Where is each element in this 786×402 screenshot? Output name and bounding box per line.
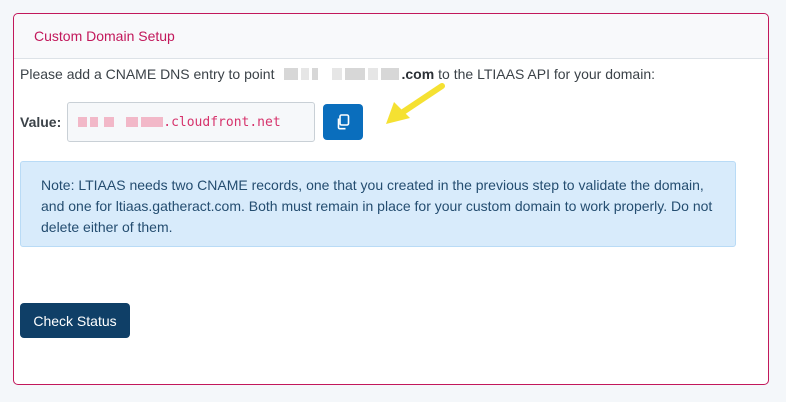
card-header: Custom Domain Setup: [14, 14, 768, 59]
copy-button[interactable]: [323, 104, 364, 140]
cname-suffix: .cloudfront.net: [163, 114, 281, 130]
cname-value-row: Value: .cloudfront.net: [20, 102, 364, 142]
cname-value-field[interactable]: .cloudfront.net: [67, 102, 316, 142]
card-title: Custom Domain Setup: [34, 28, 175, 44]
copy-icon: [337, 114, 350, 130]
check-status-button[interactable]: Check Status: [20, 303, 130, 338]
cname-instructions: Please add a CNAME DNS entry to point .c…: [20, 66, 655, 82]
intro-prefix: Please add a CNAME DNS entry to point: [20, 66, 275, 82]
intro-suffix: to the LTIAAS API for your domain:: [438, 66, 656, 82]
value-label: Value:: [20, 114, 62, 130]
domain-suffix: .com: [401, 66, 435, 82]
redacted-domain: [284, 68, 401, 80]
annotation-arrow: [386, 83, 445, 124]
cname-note: Note: LTIAAS needs two CNAME records, on…: [20, 161, 736, 247]
